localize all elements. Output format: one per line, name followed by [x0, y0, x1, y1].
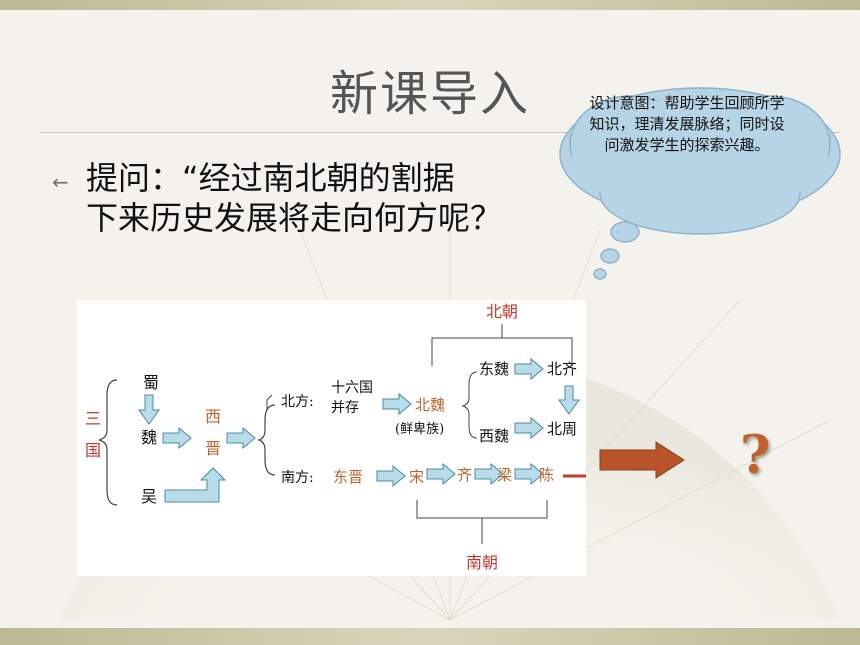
- thought-cloud: [559, 87, 841, 280]
- cloud-note: 设计意图：帮助学生回顾所学知识，理清发展脉络；同时设问激发学生的探索兴趣。: [589, 94, 785, 154]
- northern-wei-label: 北魏: [415, 396, 445, 414]
- song-label: 宋: [409, 468, 424, 486]
- to-northern-wei-arrow-icon: [382, 393, 412, 415]
- shu-label: 蜀: [143, 373, 159, 392]
- liang-label: 梁: [497, 466, 512, 484]
- question-line-1: 提问：“经过南北朝的割据: [86, 159, 455, 197]
- eastern-wei-label: 东魏: [479, 360, 509, 378]
- bottom-decor-band: [0, 628, 860, 645]
- three-kingdoms-char-2: 国: [85, 441, 101, 460]
- slide-title: 新课导入: [329, 66, 530, 122]
- next-step-arrow-icon: [599, 441, 685, 479]
- south-bracket: [416, 500, 548, 519]
- north-dynasties-label: 北朝: [486, 302, 518, 321]
- wu-to-jin-arrow-icon: [164, 467, 227, 503]
- south-label: 南方:: [281, 470, 314, 486]
- northern-qi-label: 北齐: [547, 360, 577, 378]
- wei-label: 魏: [141, 428, 157, 447]
- east-wei-arrow-icon: [514, 358, 544, 380]
- qi-to-zhou-arrow-icon: [558, 385, 580, 415]
- sixteen-kingdoms-label: 十六国: [331, 380, 373, 396]
- top-decor-band: [0, 0, 860, 10]
- qi-label: 齐: [457, 466, 472, 484]
- brace-top-tick: [266, 394, 273, 410]
- to-qi-arrow-icon: [426, 463, 456, 485]
- jin-arrow-icon: [226, 427, 256, 449]
- wu-label: 吴: [141, 487, 157, 506]
- chen-label: 陈: [539, 466, 554, 484]
- west-wei-arrow-icon: [514, 417, 544, 439]
- question-line-2: 下来历史发展将走向何方呢？: [86, 199, 503, 237]
- bullet-arrow-icon: ←: [52, 170, 69, 194]
- northern-split-brace: [461, 371, 478, 439]
- western-wei-label: 西魏: [479, 427, 509, 445]
- western-jin-char-2: 晋: [205, 439, 221, 458]
- northern-zhou-label: 北周: [547, 420, 577, 438]
- south-dynasties-label: 南朝: [466, 553, 498, 572]
- north-label: 北方:: [281, 394, 314, 410]
- wei-to-jin-arrow-icon: [162, 427, 192, 449]
- question-text: 提问：“经过南北朝的割据 下来历史发展将走向何方呢？: [86, 158, 586, 240]
- eastern-jin-label: 东晋: [333, 468, 363, 486]
- shu-down-arrow-icon: [138, 394, 160, 425]
- dynasty-diagram: 北朝 三 国 蜀 魏 吴 西 晋 北方: 十六国 并存 北魏 (鲜卑族) 东魏 …: [77, 300, 586, 576]
- three-kingdoms-char-1: 三: [85, 409, 101, 428]
- question-mark: ?: [740, 425, 771, 486]
- three-kingdoms-brace: [98, 379, 118, 506]
- north-south-brace: [257, 404, 276, 476]
- western-jin-char-1: 西: [205, 407, 221, 426]
- title-divider: [40, 132, 840, 133]
- to-song-arrow-icon: [376, 465, 406, 487]
- xianbei-label: (鲜卑族): [395, 421, 444, 437]
- coexist-label: 并存: [331, 400, 359, 416]
